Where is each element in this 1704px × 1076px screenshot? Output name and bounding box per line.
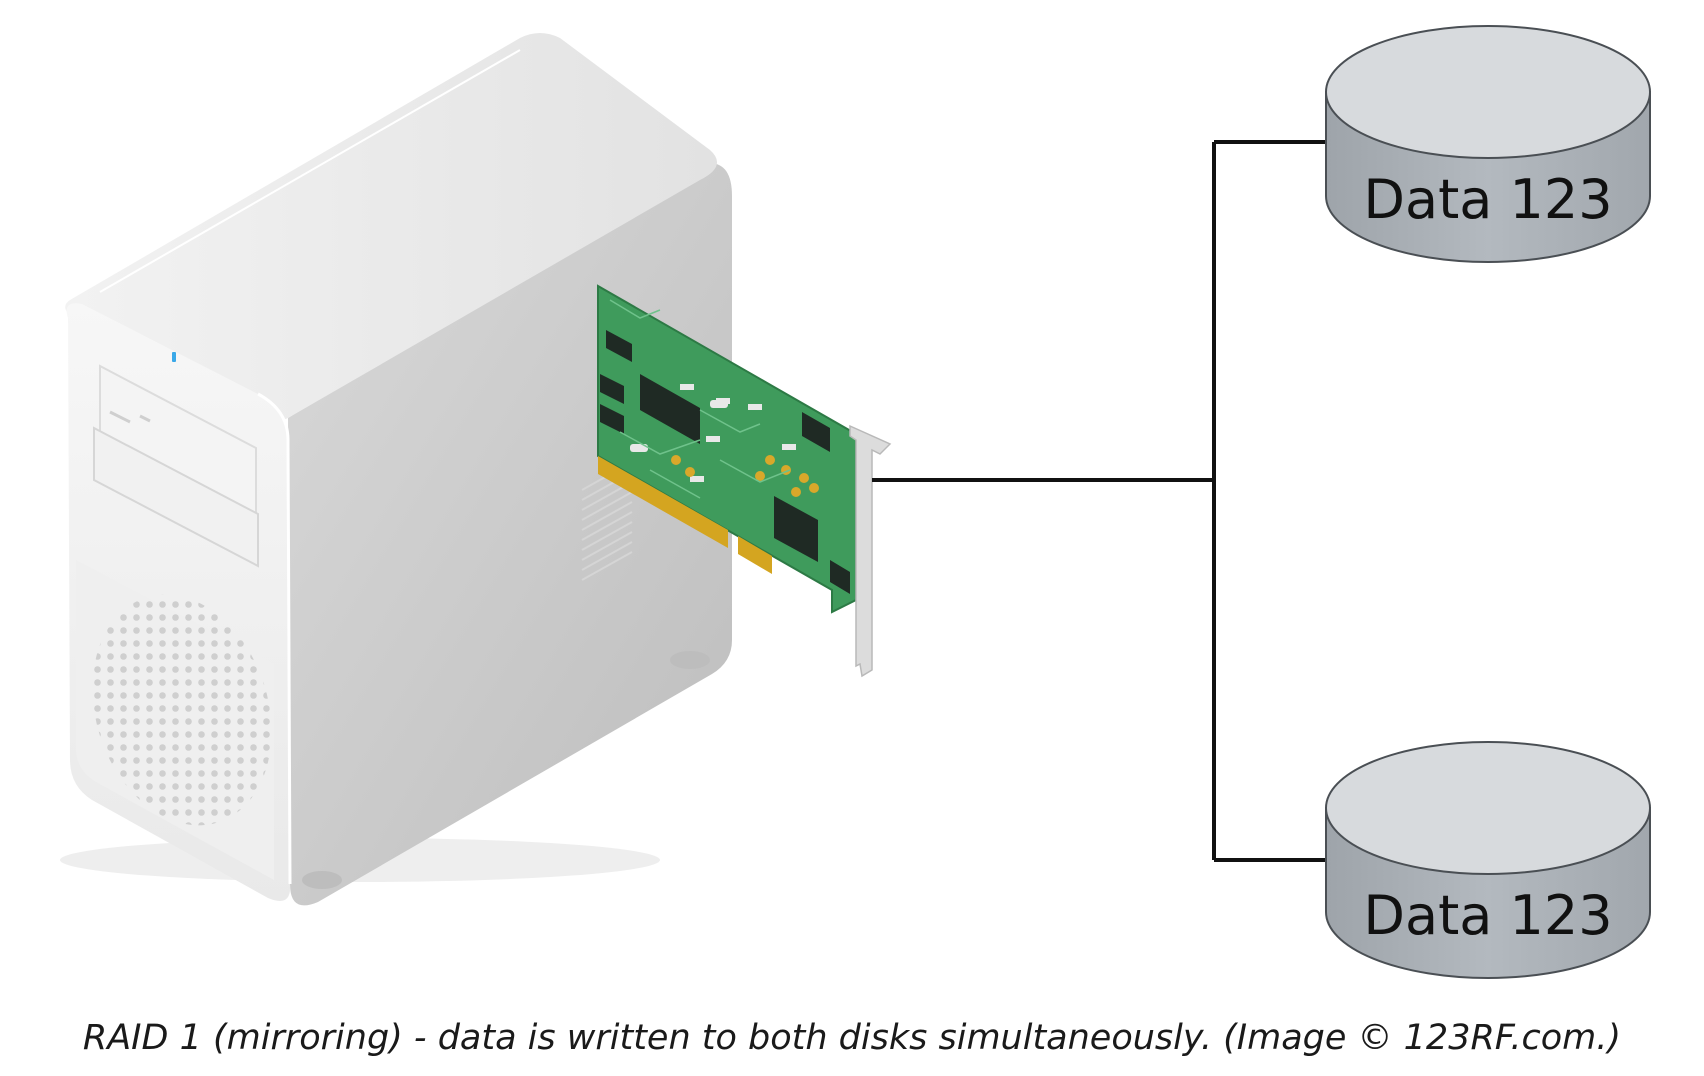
tower-top-edge	[99, 49, 521, 293]
card-chip	[600, 374, 624, 404]
optical-slot	[109, 410, 131, 424]
optical-button	[139, 414, 151, 423]
disk-2-top	[1325, 741, 1651, 875]
disk-1-top	[1325, 25, 1651, 159]
drive-bay-lower	[93, 426, 259, 568]
card-gold-contacts	[738, 536, 772, 574]
tower-foot	[302, 871, 342, 889]
figure-caption: RAID 1 (mirroring) - data is written to …	[82, 1018, 1622, 1058]
connector-lines	[872, 140, 1326, 862]
card-gold-contacts	[598, 456, 728, 548]
tower-top-panel	[65, 33, 718, 421]
card-chip	[600, 404, 624, 434]
disk-1: Data 123	[1325, 25, 1651, 263]
card-chip	[802, 412, 830, 452]
raid-controller-card	[597, 284, 892, 678]
power-led-icon	[172, 352, 176, 362]
tower-edge-highlight	[257, 392, 292, 885]
disk-2: Data 123	[1325, 741, 1651, 979]
card-chip	[774, 496, 818, 562]
card-metal-bracket	[849, 424, 892, 678]
card-components	[630, 384, 819, 497]
disk-2-label: Data 123	[1363, 884, 1612, 947]
tower-foot	[670, 651, 710, 669]
card-chip	[830, 560, 850, 594]
disk-1-label: Data 123	[1363, 168, 1612, 231]
card-chip	[606, 330, 632, 362]
card-main-chip	[640, 374, 700, 444]
card-traces	[609, 299, 791, 499]
